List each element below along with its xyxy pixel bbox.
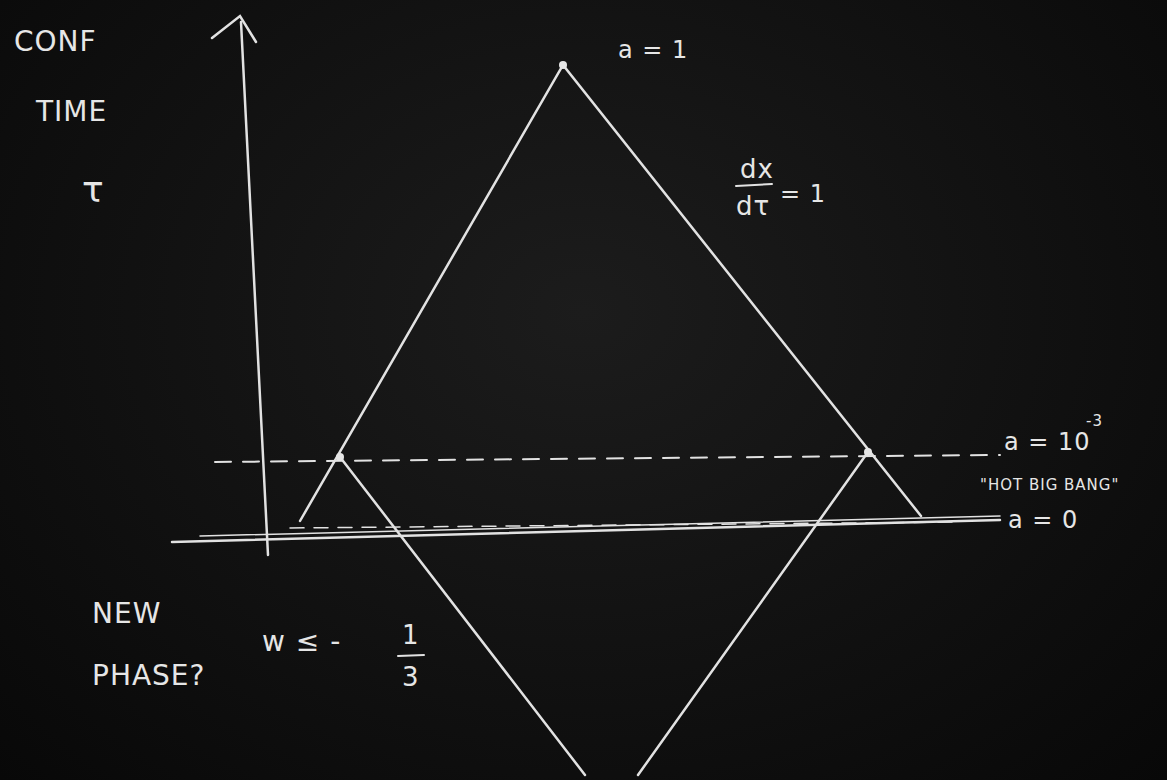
- axis-label: TIME: [36, 98, 107, 126]
- scale-factor-label: a = 1: [618, 38, 688, 62]
- recombination-line: [215, 455, 1000, 462]
- equation-label: w ≤ -: [262, 628, 341, 656]
- fraction-bar: [736, 184, 772, 186]
- time-axis: [241, 22, 268, 555]
- big-bang-line: [200, 516, 1000, 536]
- equation-label: = 1: [780, 182, 826, 206]
- point: [336, 453, 344, 461]
- fraction-denominator: 3: [402, 664, 420, 690]
- scale-factor-label: a = 10: [1004, 430, 1091, 454]
- fraction-numerator: 1: [402, 622, 420, 648]
- past-light-cone: [300, 65, 921, 521]
- note-label: PHASE?: [92, 662, 205, 690]
- point: [864, 448, 872, 456]
- era-label: "HOT BIG BANG": [980, 478, 1119, 493]
- fraction-bar: [398, 655, 424, 656]
- note-label: NEW: [92, 600, 161, 628]
- fraction-numerator: dx: [740, 156, 774, 182]
- light-ray: [340, 457, 585, 775]
- point: [559, 61, 567, 69]
- light-ray: [638, 452, 868, 775]
- axis-label: CONF: [14, 28, 97, 56]
- exponent: -3: [1086, 414, 1103, 429]
- fraction-denominator: dτ: [736, 193, 770, 219]
- axis-symbol: τ: [82, 172, 105, 208]
- axis-arrowhead: [212, 16, 256, 42]
- scale-factor-label: a = 0: [1008, 508, 1078, 532]
- big-bang-line: [172, 520, 1000, 542]
